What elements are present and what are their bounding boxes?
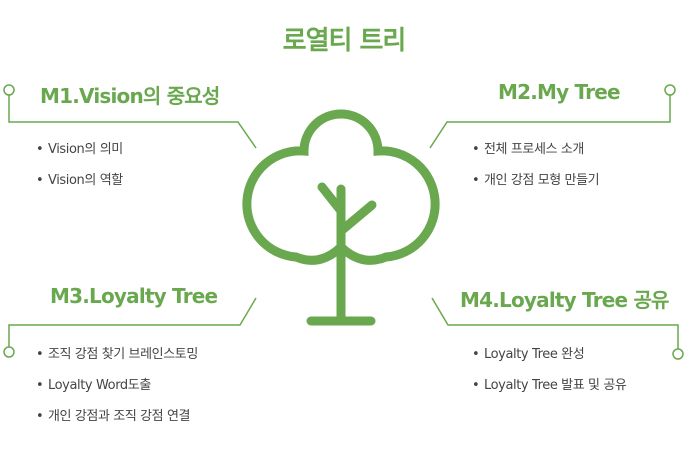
connector-line-m1 [8,95,257,149]
bullet-icon: • [36,142,44,157]
connector-line-m4 [431,297,679,349]
bullet-icon: • [36,378,44,393]
connector-end-circle-m3 [3,346,15,358]
bullet-icon: • [36,347,44,362]
connector-line-m2 [429,95,671,149]
list-item: •Loyalty Tree 발표 및 공유 [472,370,627,401]
tree-crown-outline [242,109,440,262]
section-heading-m4: M4.Loyalty Tree 공유 [460,288,669,312]
list-item: •Loyalty Word도출 [36,370,198,401]
list-item: •개인 강점과 조직 강점 연결 [36,401,198,432]
list-item: •조직 강점 찾기 브레인스토밍 [36,339,198,370]
section-heading-m2: M2.My Tree [498,80,621,104]
section-list-m1: •Vision의 의미 •Vision의 역할 [36,134,123,196]
bullet-icon: • [472,173,480,188]
section-list-m2: •전체 프로세스 소개 •개인 강점 모형 만들기 [472,134,600,196]
list-item: •Vision의 역할 [36,165,123,196]
bullet-icon: • [36,173,44,188]
list-item: •Loyalty Tree 완성 [472,339,626,370]
bullet-icon: • [472,142,480,157]
tree-lower-curve-left [291,242,346,265]
section-heading-m3: M3.Loyalty Tree [50,284,218,308]
bullet-icon: • [472,347,480,362]
connector-end-circle-m1 [3,84,15,96]
list-item: •개인 강점 모형 만들기 [472,165,600,196]
section-heading-m1: M1.Vision의 중요성 [40,84,220,108]
bullet-icon: • [36,409,44,424]
tree-branch-left [317,182,346,216]
connector-end-circle-m4 [672,348,684,360]
bullet-icon: • [472,378,480,393]
tree-icon [242,109,440,326]
tree-lower-curve-right [336,242,391,265]
connector-line-m3 [8,297,257,347]
tree-branch-right [336,200,377,236]
section-list-m4: •Loyalty Tree 완성 •Loyalty Tree 발표 및 공유 [472,339,627,401]
section-list-m3: •조직 강점 찾기 브레인스토밍 •Loyalty Word도출 •개인 강점과… [36,339,198,432]
list-item: •Vision의 의미 [36,134,123,165]
connector-end-circle-m2 [664,84,676,96]
diagram-title: 로열티 트리 [282,26,407,56]
list-item: •전체 프로세스 소개 [472,134,599,165]
